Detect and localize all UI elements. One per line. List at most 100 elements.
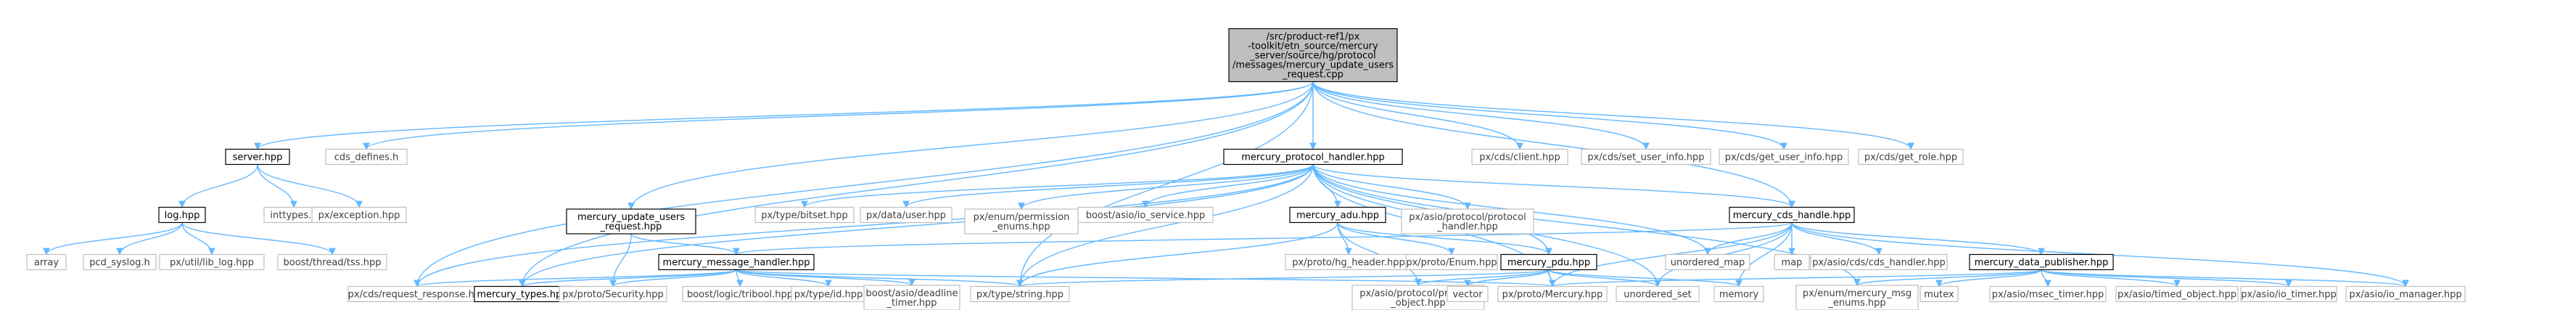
edge-root-to-cds_defines: [363, 81, 1314, 150]
edge-log_hpp-to-lib_log: [181, 222, 215, 256]
edge-server_hpp-to-inttypes: [257, 164, 297, 208]
node-box: [970, 285, 1070, 303]
edge-mph-to-user: [902, 163, 1314, 208]
node-msg_handler[interactable]: mercury_message_handler.hpp: [658, 253, 815, 271]
node-box: [1497, 285, 1608, 303]
node-cds_defines: cds_defines.h: [325, 148, 408, 166]
node-type_id: px/type/id.hpp: [791, 285, 866, 303]
edge-root-to-type_string: [1016, 81, 1314, 287]
node-label: vector: [1452, 290, 1483, 301]
node-cds_handle[interactable]: mercury_cds_handle.hpp: [1729, 206, 1855, 224]
node-adu[interactable]: mercury_adu.hpp: [1289, 206, 1386, 224]
edge-msg_handler-to-type_string: [736, 269, 1024, 287]
edge-data_publisher-to-msec_timer: [2041, 269, 2052, 287]
edge-adu-to-protocol_object: [1337, 222, 1422, 286]
node-memory: memory: [1713, 285, 1764, 303]
node-msec_timer: px/asio/msec_timer.hpp: [1989, 285, 2107, 303]
node-label: px/cds/get_role.hpp: [1864, 152, 1957, 163]
edge-msg_handler-to-security: [609, 269, 737, 287]
edge-msg_handler-to-tribool: [736, 269, 744, 287]
node-box: [2345, 285, 2466, 303]
node-mercury_types[interactable]: mercury_types.hpp: [474, 285, 571, 303]
node-box: [658, 253, 815, 271]
edge-mph-to-request_response: [413, 164, 1314, 287]
node-label: px/proto/Enum.hpp: [1406, 258, 1497, 269]
node-client: px/cds/client.hpp: [1471, 148, 1568, 166]
edge-msg_handler-to-proto_mercury: [736, 269, 1556, 287]
node-array: array: [26, 253, 67, 271]
node-security: px/proto/Security.hpp: [559, 285, 667, 303]
node-box: [26, 253, 67, 271]
node-label: px/proto/hg_header.hpp: [1292, 258, 1405, 269]
node-box: [964, 208, 1079, 234]
node-box: [1774, 253, 1810, 271]
node-root[interactable]: /src/product-ref1/px-toolkit/etn_source/…: [1228, 28, 1398, 83]
node-box: [754, 206, 855, 224]
node-server_hpp[interactable]: server.hpp: [225, 148, 290, 166]
node-update_users[interactable]: mercury_update_users_request.hpp: [566, 208, 696, 234]
node-label: px/asio/timed_object.hpp: [2118, 290, 2236, 301]
node-box: [225, 148, 290, 166]
edge-update_users-to-msg_handler: [630, 233, 740, 256]
node-label: mercury_protocol_handler.hpp: [1241, 152, 1385, 163]
node-hg_header: px/proto/hg_header.hpp: [1285, 253, 1412, 271]
edge-root-to-client: [1312, 81, 1523, 150]
node-label: mercury_adu.hpp: [1296, 211, 1379, 221]
node-box: [277, 253, 387, 271]
node-label: mutex: [1924, 290, 1954, 301]
node-label: mercury_cds_handle.hpp: [1733, 211, 1851, 221]
node-request_response: px/cds/request_response.hpp: [347, 285, 487, 303]
node-proto_mercury: px/proto/Mercury.hpp: [1497, 285, 1608, 303]
node-label: map: [1782, 258, 1803, 269]
edge-mph-to-mercury_types: [519, 164, 1314, 287]
edge-root-to-get_user_info: [1312, 81, 1787, 150]
edge-mph-to-cds_handle: [1312, 163, 1795, 208]
node-io_service: boost/asio/io_service.hpp: [1077, 206, 1214, 224]
node-label: px/cds/client.hpp: [1479, 152, 1560, 163]
node-label: /messages/mercury_update_users: [1233, 60, 1394, 71]
node-box: [159, 253, 265, 271]
node-box: [83, 253, 157, 271]
node-box: [1471, 148, 1568, 166]
node-bitset: px/type/bitset.hpp: [754, 206, 855, 224]
edge-pdu-to-unordered_set: [1548, 269, 1661, 287]
node-data_publisher[interactable]: mercury_data_publisher.hpp: [1969, 253, 2114, 271]
node-proto_enum: px/proto/Enum.hpp: [1405, 253, 1498, 271]
edge-mph-to-io_service: [1142, 164, 1314, 208]
node-label: array: [34, 258, 59, 269]
node-set_user_info: px/cds/set_user_info.hpp: [1581, 148, 1711, 166]
node-box: [1713, 285, 1764, 303]
edge-pdu-to-memory: [1548, 269, 1742, 287]
node-mph[interactable]: mercury_protocol_handler.hpp: [1223, 148, 1403, 166]
node-label: boost/logic/tribool.hpp: [687, 290, 793, 301]
node-vector: vector: [1447, 285, 1489, 303]
node-box: [325, 148, 408, 166]
node-io_timer: px/asio/io_timer.hpp: [2240, 285, 2337, 303]
node-box: [566, 208, 696, 234]
node-box: [158, 206, 206, 224]
node-label: _object.hpp: [1390, 298, 1445, 309]
node-lib_log: px/util/lib_log.hpp: [159, 253, 265, 271]
node-box: [1919, 285, 1959, 303]
edge-server_hpp-to-log_hpp: [178, 164, 258, 208]
edge-mph-to-asio_protocol_handler: [1312, 164, 1471, 210]
node-label: px/asio/cds/cds_handler.hpp: [1812, 258, 1946, 269]
node-label: inttypes.h: [270, 211, 317, 221]
node-log_hpp[interactable]: log.hpp: [158, 206, 206, 224]
node-box: [2115, 285, 2239, 303]
node-box: [1228, 28, 1398, 83]
node-label: px/util/lib_log.hpp: [170, 258, 254, 269]
node-label: px/cds/get_user_info.hpp: [1725, 152, 1843, 163]
node-box: [1289, 206, 1386, 224]
node-label: unordered_map: [1671, 258, 1745, 269]
node-pdu[interactable]: mercury_pdu.hpp: [1500, 253, 1597, 271]
node-type_string: px/type/string.hpp: [970, 285, 1070, 303]
edge-root-to-set_user_info: [1312, 81, 1650, 150]
node-label: -toolkit/etn_source/mercury: [1248, 41, 1378, 52]
node-box: [1401, 208, 1534, 234]
edge-cds_handle-to-msg_handler: [733, 221, 1793, 256]
node-label: px/enum/mercury_msg: [1803, 288, 1912, 299]
edge-data_publisher-to-proto_mercury: [1549, 269, 2042, 287]
node-box: [559, 285, 667, 303]
node-label: mercury_message_handler.hpp: [663, 258, 810, 269]
